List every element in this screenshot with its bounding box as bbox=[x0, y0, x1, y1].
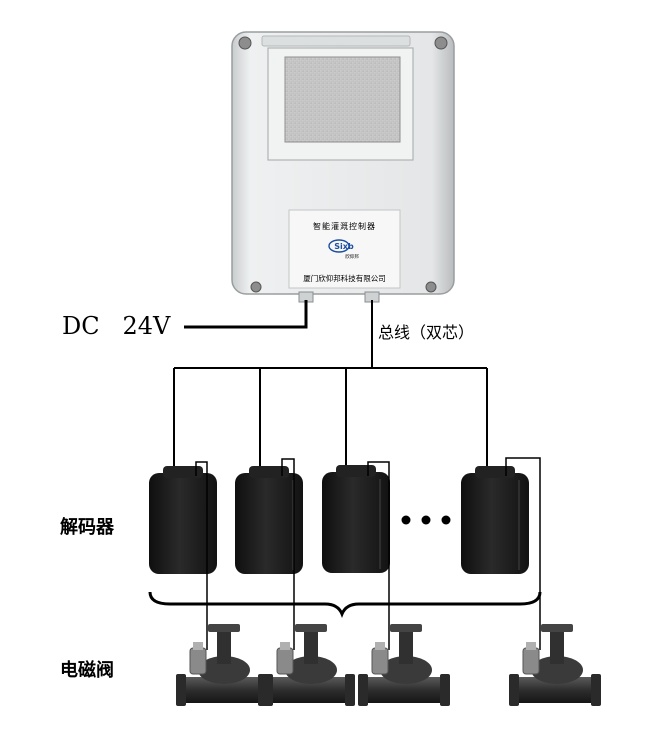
decoder-body bbox=[149, 473, 217, 574]
decoder-output-wire bbox=[505, 457, 541, 650]
decoder-label: 解码器 bbox=[60, 516, 115, 538]
decoder-output-wire bbox=[195, 461, 208, 650]
valve-pipe-end bbox=[509, 674, 519, 706]
valve-pipe bbox=[361, 677, 447, 703]
decoder bbox=[461, 466, 529, 574]
controller-box: 智能灌溉控制器 Sixb 欣仰邦 厦门欣仰邦科技有限公司 bbox=[231, 31, 455, 303]
solenoid-valve bbox=[358, 624, 450, 706]
valve-pipe bbox=[266, 677, 352, 703]
power-label: DC 24V bbox=[62, 312, 171, 340]
valve-pipe-end bbox=[345, 674, 355, 706]
decoder-cap bbox=[336, 465, 376, 477]
valve-pipe-end bbox=[176, 674, 186, 706]
decoder-body bbox=[461, 473, 529, 574]
screw-icon bbox=[238, 36, 252, 50]
valve-solenoid-cap bbox=[280, 642, 290, 650]
decoder-body bbox=[322, 472, 390, 573]
bus-label: 总线（双芯） bbox=[378, 323, 474, 342]
valve-handle bbox=[390, 624, 422, 632]
valve-pipe-end bbox=[440, 674, 450, 706]
valve-solenoid bbox=[276, 647, 294, 675]
controller-top-strip bbox=[261, 35, 411, 47]
grouping-brace bbox=[148, 591, 542, 619]
solenoid-valve bbox=[176, 624, 268, 706]
valve-solenoid bbox=[371, 647, 389, 675]
valve-pipe bbox=[512, 677, 598, 703]
valve-solenoid-cap bbox=[193, 642, 203, 650]
valve-stem bbox=[399, 630, 413, 664]
decoder-body bbox=[235, 473, 303, 574]
valve-solenoid bbox=[189, 647, 207, 675]
valve-handle bbox=[295, 624, 327, 632]
controller-screen bbox=[284, 56, 401, 143]
valve-pipe-end bbox=[358, 674, 368, 706]
valve-bonnet bbox=[285, 656, 337, 684]
valve-bonnet bbox=[380, 656, 432, 684]
brand-mark: Sixb bbox=[334, 242, 354, 251]
valve-stem bbox=[304, 630, 318, 664]
valve-handle bbox=[208, 624, 240, 632]
valve-pipe-end bbox=[591, 674, 601, 706]
valve-solenoid bbox=[522, 647, 540, 675]
valve-bonnet bbox=[531, 656, 583, 684]
decoder-output-wire bbox=[367, 461, 390, 650]
decoder bbox=[322, 465, 390, 573]
brand-small-text: 欣仰邦 bbox=[345, 253, 359, 260]
decoder-cap bbox=[475, 466, 515, 478]
controller-panel-title: 智能灌溉控制器 bbox=[313, 221, 376, 231]
brand-logo-icon bbox=[328, 239, 350, 253]
valve-pipe bbox=[179, 677, 265, 703]
screw-icon bbox=[425, 281, 437, 293]
power-wire bbox=[184, 300, 308, 329]
decoder-cap bbox=[163, 466, 203, 478]
valve-solenoid-cap bbox=[375, 642, 385, 650]
valve-stem bbox=[217, 630, 231, 664]
solenoid-valve bbox=[509, 624, 601, 706]
decoder bbox=[235, 466, 303, 574]
valve-handle bbox=[541, 624, 573, 632]
ellipsis-dot bbox=[441, 515, 451, 525]
controller-company: 厦门欣仰邦科技有限公司 bbox=[303, 273, 386, 283]
valve-solenoid-cap bbox=[526, 642, 536, 650]
screw-icon bbox=[250, 281, 262, 293]
valve-bonnet bbox=[198, 656, 250, 684]
ellipsis-dot bbox=[421, 515, 431, 525]
solenoid-valve bbox=[263, 624, 355, 706]
ellipsis-dot bbox=[401, 515, 411, 525]
valve-stem bbox=[550, 630, 564, 664]
valve-pipe-end bbox=[263, 674, 273, 706]
decoder-output-wire bbox=[281, 458, 295, 650]
screw-icon bbox=[434, 36, 448, 50]
controller-label-panel bbox=[288, 209, 401, 289]
valve-label: 电磁阀 bbox=[60, 659, 114, 681]
decoder-cap bbox=[249, 466, 289, 478]
